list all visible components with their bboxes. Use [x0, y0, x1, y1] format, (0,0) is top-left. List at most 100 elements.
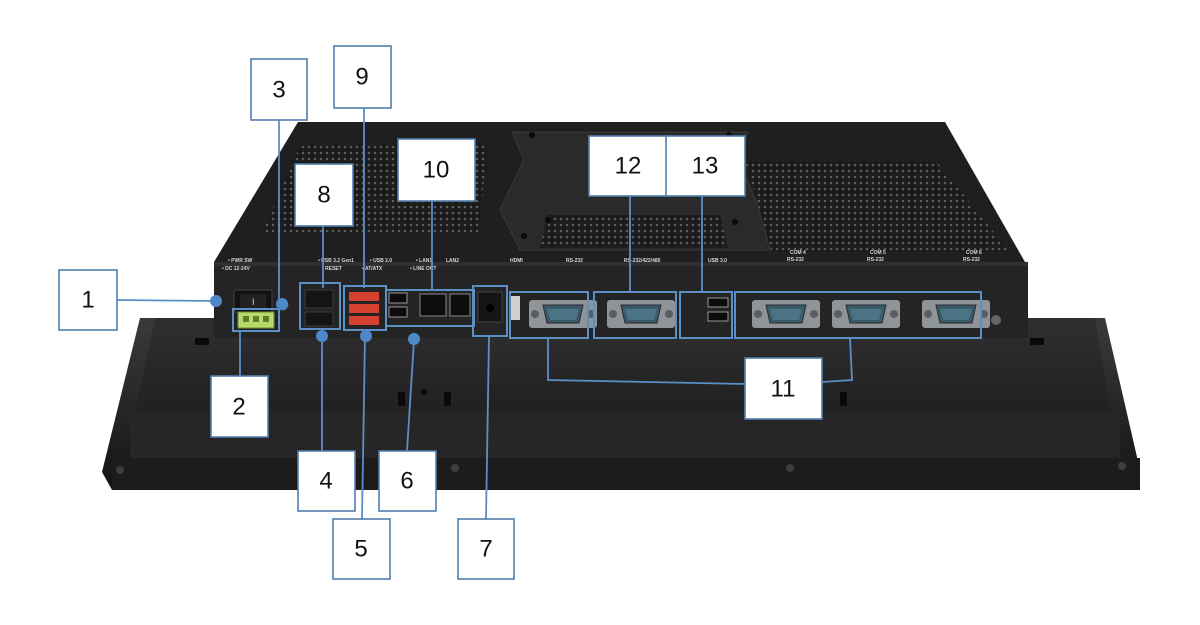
label-usb-32: • USB 3.2 Gen1	[318, 258, 354, 264]
callout-10-label: 10	[423, 157, 450, 184]
power-switch-rocker	[240, 294, 266, 308]
usb-32-port	[349, 304, 379, 313]
label-rs232-422-485: RS-232/422/485	[624, 258, 661, 264]
dc-terminal-pin	[253, 316, 259, 322]
vesa-screw-hole	[545, 217, 551, 223]
highlight-usb-30	[679, 291, 733, 339]
callout-1-label: 1	[81, 287, 94, 314]
io-face-edge	[214, 262, 1028, 266]
label-rs232: RS-232	[566, 258, 583, 264]
dc-terminal-pin	[243, 316, 249, 322]
label-at-atx: • AT/ATX	[362, 266, 383, 272]
hdmi-port	[511, 296, 520, 320]
power-switch-mark: I	[252, 297, 255, 307]
vent-grille-right	[745, 160, 1010, 252]
highlight-rs232-422-485	[593, 291, 677, 339]
callout-6: 6	[378, 450, 437, 512]
highlight-reset	[299, 282, 341, 330]
label-usb-20: • USB 2.0	[370, 258, 392, 264]
callout-13: 13	[665, 135, 746, 197]
usb-30-port	[707, 311, 729, 322]
callout-11-label: 11	[771, 376, 796, 403]
vesa-vent	[540, 215, 728, 248]
label-line-out: • LINE OUT	[410, 266, 436, 272]
lan-port	[419, 293, 447, 317]
usb-32-port	[349, 292, 379, 301]
marker-dot-5	[360, 330, 372, 342]
leader-1	[116, 299, 215, 302]
label-lan2: LAN2	[446, 258, 459, 264]
label-hdmi: HDMI	[510, 258, 523, 264]
callout-4: 4	[297, 450, 356, 512]
highlight-line-out	[472, 285, 508, 337]
reset-port	[304, 289, 334, 309]
db9-com-port	[606, 299, 676, 329]
label-com5-type: RS-232	[867, 257, 884, 263]
mount-hole	[421, 389, 427, 395]
usb-20-port	[388, 292, 408, 304]
vesa-screw-hole	[732, 219, 738, 225]
leader-5	[361, 335, 366, 520]
bezel-screw	[786, 464, 794, 472]
at-atx-switch	[304, 311, 334, 327]
callout-2-label: 2	[232, 394, 245, 421]
usb-30-port	[707, 297, 729, 308]
callout-7: 7	[457, 518, 515, 580]
dc-terminal-pin	[263, 316, 269, 322]
mount-slot	[840, 392, 847, 406]
mount-slot	[195, 338, 209, 345]
label-reset: • RESET	[322, 266, 342, 272]
db9-com-port	[921, 299, 991, 329]
db9-com-port	[831, 299, 901, 329]
callout-3: 3	[250, 58, 308, 121]
vesa-screw-hole	[521, 233, 527, 239]
usb-20-port	[388, 306, 408, 318]
marker-dot-6	[408, 333, 420, 345]
marker-dot-3	[276, 298, 288, 310]
label-lan1: • LAN1	[416, 258, 432, 264]
callout-1: 1	[58, 269, 118, 331]
leader-11b	[821, 337, 853, 383]
label-dc-in: • DC 12-24V	[222, 266, 251, 272]
callout-13-label: 13	[692, 153, 719, 180]
callout-10: 10	[397, 138, 476, 202]
port-label-group: • PWR SW • DC 12-24V • USB 3.2 Gen1 • US…	[222, 250, 982, 272]
label-com4-type: RS-232	[787, 257, 804, 263]
bezel-screw	[1118, 462, 1126, 470]
marker-dot-4	[316, 330, 328, 342]
mount-slot	[1030, 338, 1044, 345]
lan-port	[449, 293, 471, 317]
highlight-rs232	[509, 291, 589, 339]
callout-2: 2	[210, 375, 269, 438]
panel-lower-lip	[112, 458, 1140, 490]
panel-lower-edge	[130, 412, 1120, 462]
label-com6-type: RS-232	[963, 257, 980, 263]
highlight-dc-terminal	[232, 308, 280, 332]
callout-12: 12	[588, 135, 669, 197]
callout-4-label: 4	[319, 468, 332, 495]
mount-slot	[444, 392, 451, 406]
io-ports: I	[233, 289, 1001, 329]
label-com5-title: COM 5	[870, 250, 886, 256]
bezel-screw	[451, 464, 459, 472]
leader-7	[485, 335, 490, 520]
callout-9-label: 9	[355, 64, 368, 91]
callout-7-label: 7	[479, 536, 492, 563]
mount-slot	[398, 392, 405, 406]
marker-dots	[210, 295, 420, 345]
highlight-com-4-6	[734, 291, 982, 339]
db9-com-port	[528, 299, 598, 329]
side-nut	[991, 315, 1001, 325]
marker-dot-1	[210, 295, 222, 307]
callout-3-label: 3	[272, 77, 285, 104]
callout-8-label: 8	[317, 182, 330, 209]
leader-11a	[547, 338, 746, 385]
port-highlights	[232, 282, 982, 339]
label-usb-30: USB 3.0	[708, 258, 727, 264]
label-com6-title: COM 6	[966, 250, 982, 256]
callout-9: 9	[333, 45, 392, 109]
label-pwr-sw: • PWR SW	[228, 258, 253, 264]
bezel-screw	[116, 466, 124, 474]
callout-11: 11	[744, 357, 823, 420]
